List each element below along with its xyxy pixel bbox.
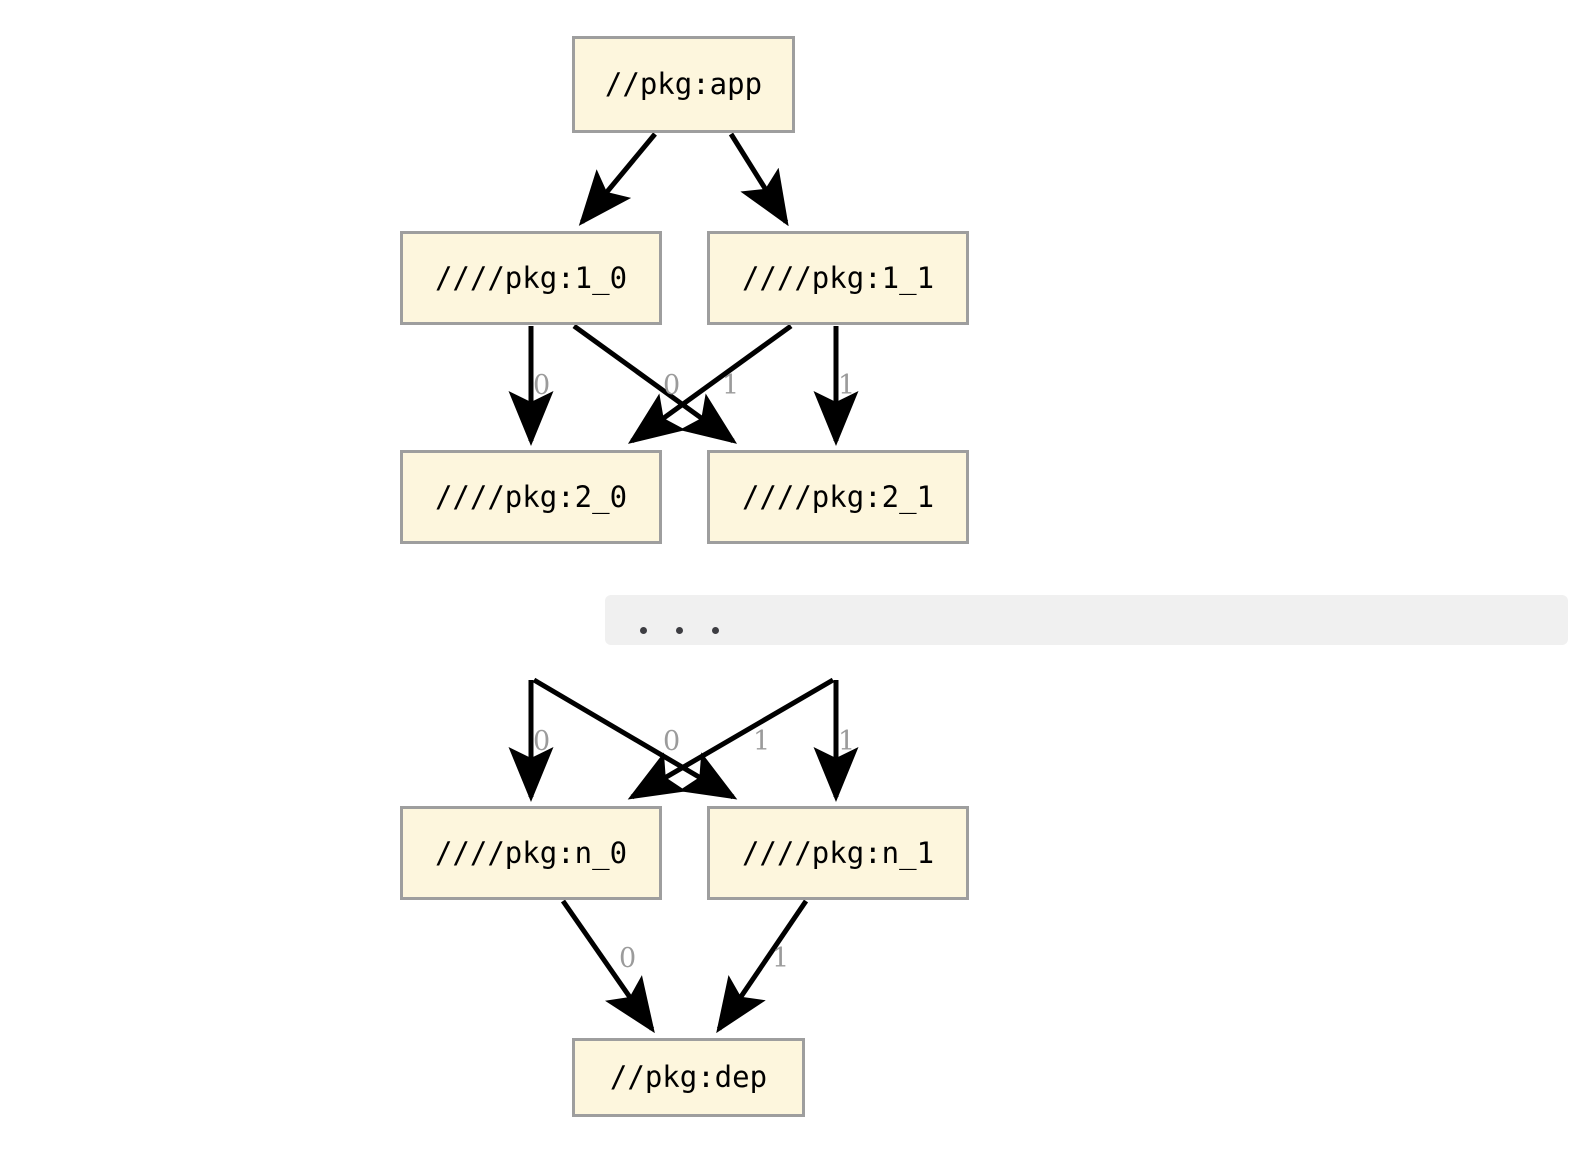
- node-n_1[interactable]: ////pkg:n_1: [707, 806, 969, 900]
- edge-1_0-to-2_1: [572, 323, 738, 444]
- node-app[interactable]: //pkg:app: [572, 36, 795, 133]
- node-2_0[interactable]: ////pkg:2_0: [400, 450, 662, 544]
- edge-n_1-to-dep: [716, 899, 809, 1034]
- edge-label-truncated-cross-n_1: 1: [753, 726, 771, 757]
- ellipsis-dot: [640, 627, 647, 634]
- edge-label-1_0-2_1: 1: [722, 370, 740, 401]
- ellipsis-dot: [676, 627, 683, 634]
- edge-truncated-cross-to-n_0: [627, 677, 835, 800]
- truncation-band: [605, 595, 1568, 645]
- node-1_1[interactable]: ////pkg:1_1: [707, 231, 969, 325]
- edge-label-n_1-dep: 1: [772, 943, 790, 974]
- edge-label-1_0-2_0: 0: [533, 370, 551, 401]
- ellipsis-dots: [640, 627, 719, 634]
- node-label: //pkg:app: [604, 67, 763, 101]
- edge-label-truncated-cross-n_0: 0: [663, 726, 681, 757]
- node-dep[interactable]: //pkg:dep: [572, 1038, 805, 1117]
- edge-n_0-to-dep: [560, 899, 655, 1034]
- edge-app-to-1_1: [728, 132, 789, 227]
- edge-truncated-cross-to-n_1: [532, 677, 738, 800]
- node-1_0[interactable]: ////pkg:1_0: [400, 231, 662, 325]
- node-label: //pkg:dep: [609, 1060, 768, 1094]
- edge-label-1_1-2_0: 0: [663, 370, 681, 401]
- node-label: ////pkg:2_0: [434, 479, 628, 514]
- edge-label-truncated-n_0: 0: [533, 726, 551, 757]
- node-2_1[interactable]: ////pkg:2_1: [707, 450, 969, 544]
- node-label: ////pkg:1_0: [434, 260, 628, 295]
- node-n_0[interactable]: ////pkg:n_0: [400, 806, 662, 900]
- edge-1_1-to-2_0: [627, 323, 793, 444]
- edge-label-n_0-dep: 0: [619, 943, 637, 974]
- node-label: ////pkg:n_0: [434, 835, 628, 870]
- node-label: ////pkg:1_1: [741, 260, 935, 295]
- node-label: ////pkg:2_1: [741, 479, 935, 514]
- edge-app-to-1_0: [578, 132, 657, 226]
- edge-label-truncated-n_1: 1: [838, 726, 856, 757]
- node-label: ////pkg:n_1: [741, 835, 935, 870]
- edge-label-1_1-2_1: 1: [838, 370, 856, 401]
- ellipsis-dot: [712, 627, 719, 634]
